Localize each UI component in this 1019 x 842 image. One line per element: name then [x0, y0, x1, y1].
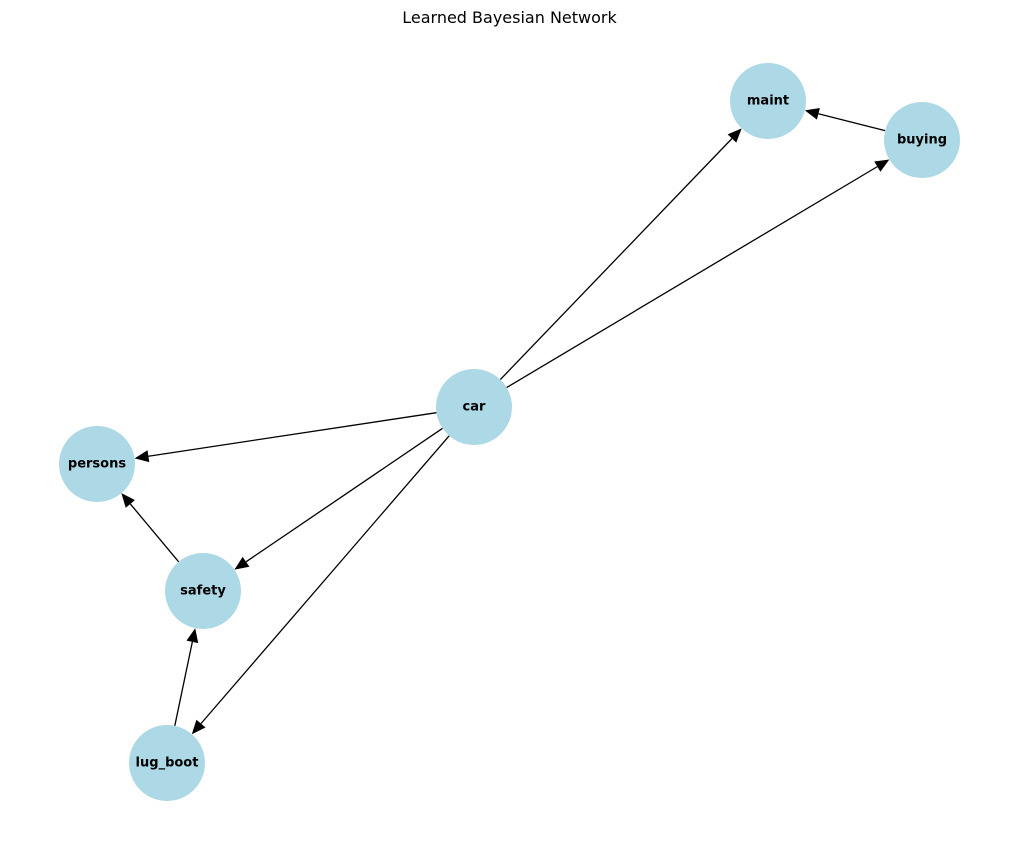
node-circle [436, 369, 512, 445]
arrowhead-icon [727, 128, 742, 143]
arrowhead-icon [186, 628, 199, 644]
node-circle [59, 426, 135, 502]
node-persons: persons [59, 426, 135, 502]
edge-line [129, 503, 180, 563]
node-label: persons [68, 457, 126, 472]
edge-car-to-buying [506, 159, 890, 389]
arrowhead-icon [874, 159, 890, 172]
node-label: safety [180, 584, 226, 599]
node-label: car [463, 400, 486, 415]
node-label: maint [747, 94, 789, 109]
arrowhead-icon [134, 450, 150, 463]
edge-lug_boot-to-safety [174, 628, 199, 726]
node-label: lug_boot [136, 756, 199, 771]
edge-car-to-persons [134, 412, 437, 463]
edges-layer [121, 107, 890, 735]
edge-line [499, 138, 733, 381]
edge-line [174, 641, 193, 726]
node-car: car [436, 369, 512, 445]
edge-car-to-maint [499, 128, 742, 381]
node-circle [129, 725, 205, 801]
arrowhead-icon [234, 556, 250, 570]
arrowhead-icon [804, 107, 820, 120]
edge-line [245, 427, 443, 563]
diagram-title: Learned Bayesian Network [402, 8, 617, 27]
node-maint: maint [730, 63, 806, 139]
edge-car-to-lug_boot [191, 435, 450, 735]
node-circle [165, 553, 241, 629]
node-circle [730, 63, 806, 139]
node-lug_boot: lug_boot [129, 725, 205, 801]
edge-line [148, 412, 437, 457]
edge-safety-to-persons [121, 493, 180, 563]
edge-line [818, 113, 886, 132]
node-safety: safety [165, 553, 241, 629]
node-label: buying [897, 133, 947, 148]
edge-buying-to-maint [804, 107, 886, 132]
edge-line [200, 435, 450, 725]
edge-car-to-safety [234, 427, 443, 570]
node-buying: buying [884, 102, 960, 178]
arrowhead-icon [121, 493, 135, 508]
node-circle [884, 102, 960, 178]
arrowhead-icon [191, 719, 206, 735]
edge-line [506, 166, 878, 389]
nodes-layer: car maint buying persons safety lug_boot [59, 63, 960, 801]
